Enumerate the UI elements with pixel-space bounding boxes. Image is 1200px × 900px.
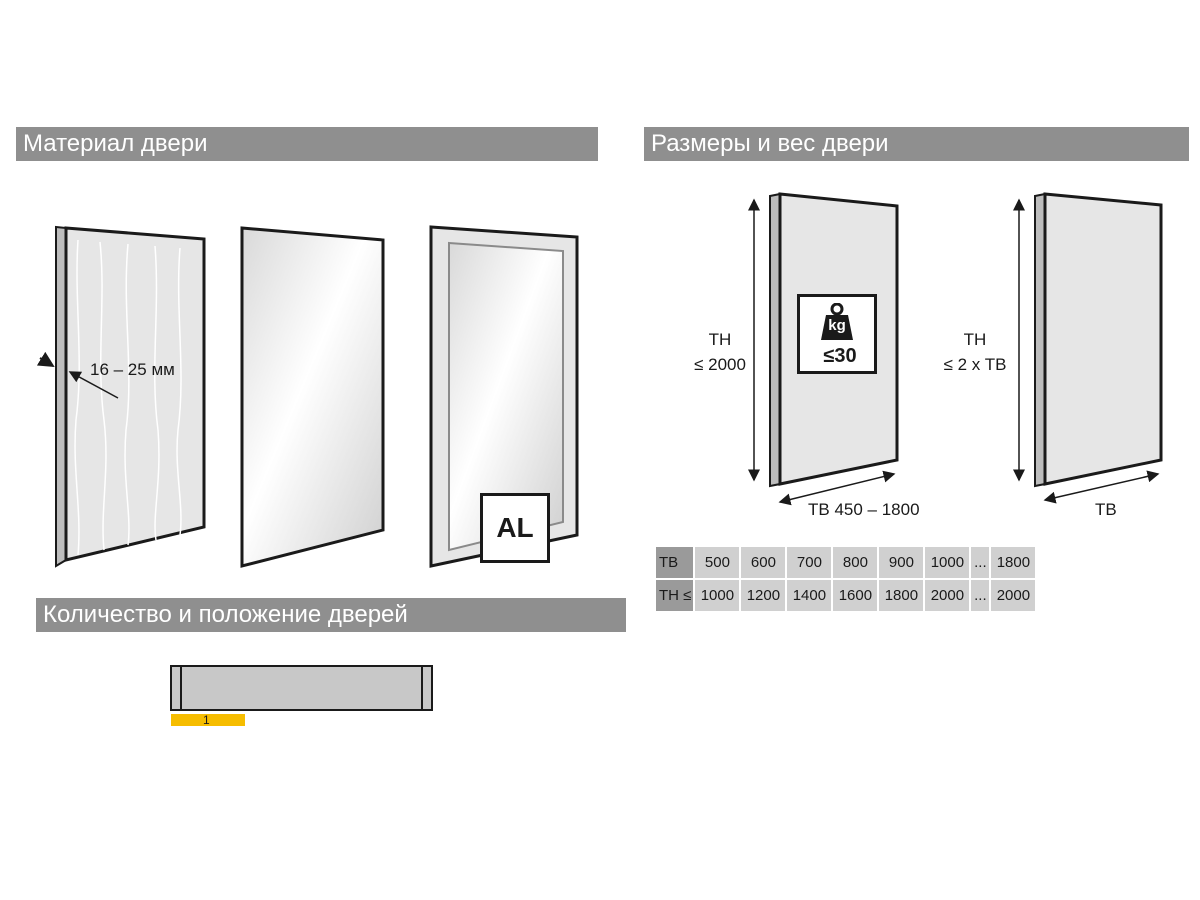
table-cell: ... bbox=[971, 547, 990, 578]
height-label-right-limit: ≤ 2 x TB bbox=[943, 355, 1007, 374]
weight-icon bbox=[821, 303, 853, 340]
aluminium-badge: AL bbox=[480, 493, 550, 563]
table-cell: 800 bbox=[833, 547, 878, 578]
height-label-left-symbol: TH bbox=[708, 330, 732, 349]
height-label-left-limit: ≤ 2000 bbox=[694, 355, 746, 374]
row-header-tb: TB bbox=[656, 547, 694, 578]
aluminium-frame-door-illustration bbox=[429, 225, 579, 568]
table-cell: 1800 bbox=[991, 547, 1036, 578]
weight-unit: kg bbox=[828, 317, 846, 334]
table-cell: 900 bbox=[879, 547, 924, 578]
table-cell: 600 bbox=[741, 547, 786, 578]
width-label-right: TB bbox=[1095, 500, 1117, 519]
table-cell: ... bbox=[971, 580, 990, 611]
door-position-label: 1 bbox=[171, 714, 245, 726]
table-cell: 1200 bbox=[741, 580, 786, 611]
door-dimension-illustration-right bbox=[1013, 192, 1163, 504]
height-label-right-symbol: TH bbox=[963, 330, 987, 349]
table-row: TB 500 600 700 800 900 1000 ... 1800 bbox=[656, 547, 1036, 578]
table-cell: 1800 bbox=[879, 580, 924, 611]
wood-door-illustration bbox=[36, 225, 206, 568]
weight-limit: ≤30 bbox=[823, 345, 857, 367]
table-cell: 1600 bbox=[833, 580, 878, 611]
row-header-th: TH ≤ bbox=[656, 580, 694, 611]
table-cell: 1400 bbox=[787, 580, 832, 611]
table-cell: 2000 bbox=[991, 580, 1036, 611]
table-cell: 1000 bbox=[695, 580, 740, 611]
section-title-door-size-weight: Размеры и вес двери bbox=[644, 127, 1189, 161]
width-range-label: TB 450 – 1800 bbox=[808, 500, 920, 519]
door-position-top-view bbox=[170, 665, 433, 711]
table-row: TH ≤ 1000 1200 1400 1600 1800 2000 ... 2… bbox=[656, 580, 1036, 611]
glass-door-illustration bbox=[240, 226, 385, 568]
section-title-door-quantity-position: Количество и положение дверей bbox=[36, 598, 626, 632]
section-title-door-material: Материал двери bbox=[16, 127, 598, 161]
table-cell: 2000 bbox=[925, 580, 970, 611]
dimension-table: TB 500 600 700 800 900 1000 ... 1800 TH … bbox=[654, 545, 1037, 613]
panel-thickness-label: 16 – 25 мм bbox=[90, 360, 175, 379]
max-weight-indicator: kg ≤30 bbox=[797, 294, 877, 374]
table-cell: 500 bbox=[695, 547, 740, 578]
table-cell: 1000 bbox=[925, 547, 970, 578]
table-cell: 700 bbox=[787, 547, 832, 578]
